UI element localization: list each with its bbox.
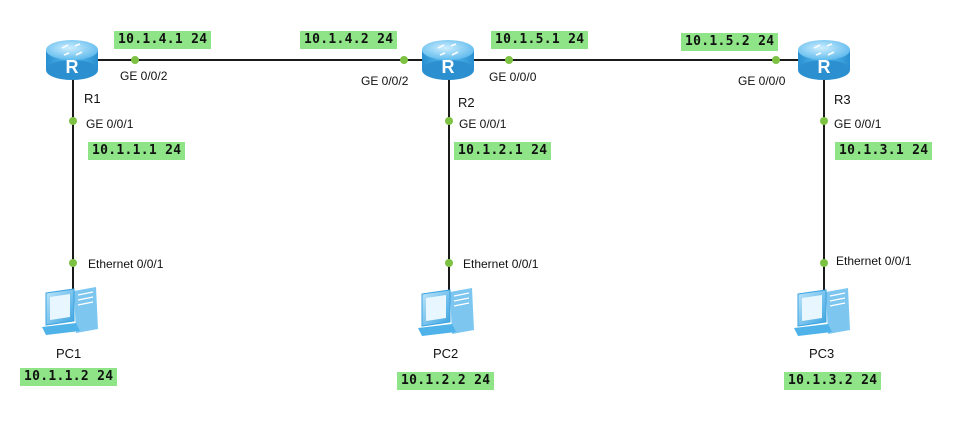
ip-label-r2-ge001: 10.1.2.1 24 <box>454 142 552 160</box>
router-letter: R <box>442 57 455 77</box>
router-icon[interactable]: R <box>421 39 475 81</box>
device-label-pc2: PC2 <box>433 346 459 361</box>
device-label-pc3: PC3 <box>809 346 835 361</box>
ip-label-r2-ge000: 10.1.5.1 24 <box>491 31 589 49</box>
port-dot-pc1 <box>69 259 77 267</box>
device-label-r2: R2 <box>458 95 475 110</box>
port-label-pc1: Ethernet 0/0/1 <box>88 257 164 271</box>
pc-icon[interactable] <box>793 287 851 337</box>
port-label-r2-ge002: GE 0/0/2 <box>361 74 409 88</box>
port-dot-pc2 <box>445 259 453 267</box>
ip-label-r3-ge000: 10.1.5.2 24 <box>681 33 779 51</box>
device-label-pc1: PC1 <box>56 346 82 361</box>
router-icon[interactable]: R <box>45 39 99 81</box>
ip-label-pc2: 10.1.2.2 24 <box>397 372 495 390</box>
port-label-r2-ge001: GE 0/0/1 <box>459 117 507 131</box>
router-letter: R <box>818 57 831 77</box>
ip-label-r2-ge002: 10.1.4.2 24 <box>300 31 398 49</box>
port-label-r2-ge000: GE 0/0/0 <box>489 70 537 84</box>
port-dot-r3-ge001 <box>820 117 828 125</box>
ip-label-r1-ge002: 10.1.4.1 24 <box>114 31 212 49</box>
port-label-r1-ge001: GE 0/0/1 <box>86 117 134 131</box>
port-label-pc3: Ethernet 0/0/1 <box>836 254 912 268</box>
port-dot-r1-ge002 <box>131 56 139 64</box>
port-dot-pc3 <box>820 259 828 267</box>
pc-icon[interactable] <box>41 286 99 336</box>
port-label-r1-ge002: GE 0/0/2 <box>120 69 168 83</box>
pc-icon[interactable] <box>417 287 475 337</box>
port-dot-r2-ge000 <box>505 56 513 64</box>
device-label-r1: R1 <box>84 91 101 106</box>
ip-label-pc1: 10.1.1.2 24 <box>20 368 118 386</box>
port-dot-r1-ge001 <box>69 117 77 125</box>
port-dot-r3-ge000 <box>772 56 780 64</box>
router-letter: R <box>66 57 79 77</box>
port-dot-r2-ge001 <box>445 117 453 125</box>
port-label-r3-ge000: GE 0/0/0 <box>738 74 786 88</box>
port-dots <box>69 56 828 267</box>
port-label-pc2: Ethernet 0/0/1 <box>463 257 539 271</box>
ip-label-r3-ge001: 10.1.3.1 24 <box>835 142 933 160</box>
port-dot-r2-ge002 <box>400 56 408 64</box>
router-icon[interactable]: R <box>797 39 851 81</box>
ip-label-r1-ge001: 10.1.1.1 24 <box>88 142 186 160</box>
port-label-r3-ge001: GE 0/0/1 <box>834 117 882 131</box>
ip-label-pc3: 10.1.3.2 24 <box>784 372 882 390</box>
device-label-r3: R3 <box>834 92 851 107</box>
